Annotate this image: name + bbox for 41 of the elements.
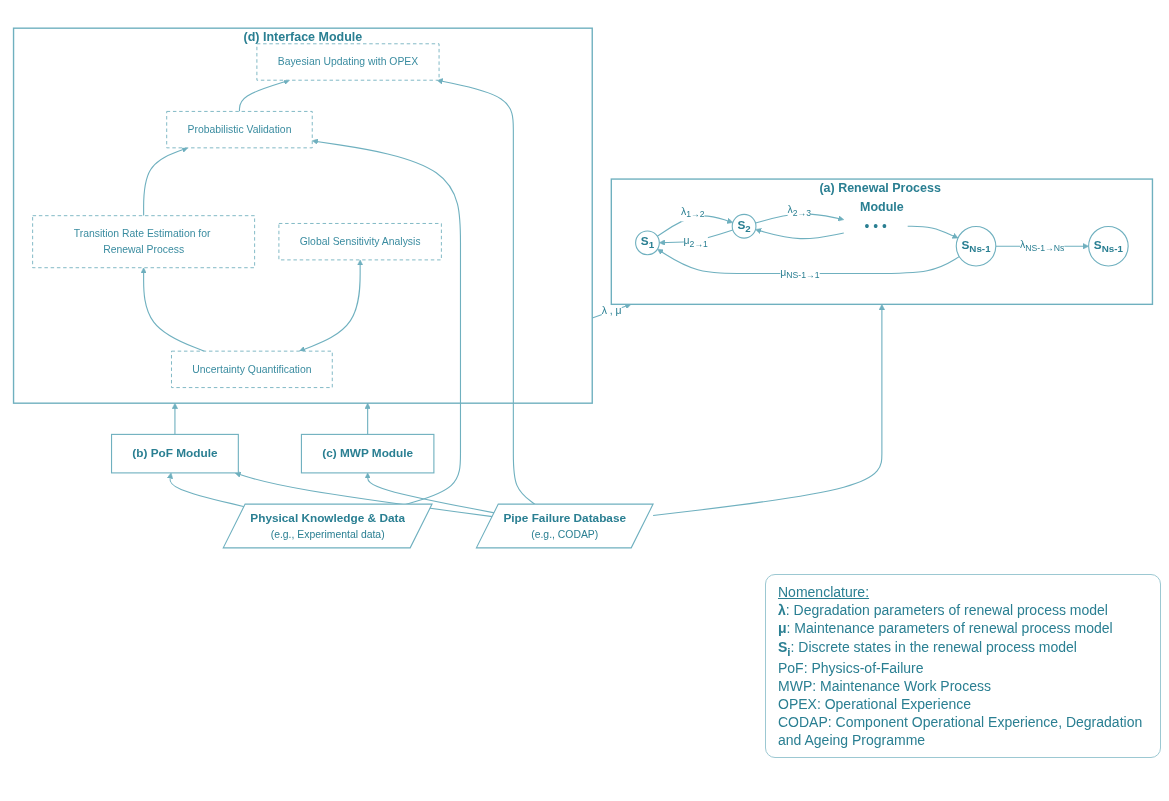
node-circle: S$_{Ns-1}$ [1088, 225, 1129, 267]
arrow [143, 146, 189, 217]
edge-label: λ$_{2→3}$ [787, 203, 812, 218]
edge-label: λ , μ [601, 304, 622, 317]
nomenclature-entry: OPEX: Operational Experience [778, 694, 972, 714]
nomenclature-entry: λ: Degradation parameters of renewal process model [778, 601, 1109, 620]
arrow [656, 215, 734, 237]
panel-heading: Nomenclature: [778, 583, 871, 602]
node-box: Transition Rate Estimation for Renewal Process [32, 215, 256, 269]
arrow [364, 402, 371, 435]
arrow [140, 267, 206, 352]
node-circle: S$_{1}$ [635, 230, 660, 256]
edge-label: μ$_{NS-1→1}$ [780, 265, 820, 281]
arrow [311, 138, 462, 505]
arrow [591, 303, 632, 319]
node-text: • • • [864, 218, 887, 234]
node-box: (b) PoF Module [111, 433, 239, 474]
nomenclature-entry: CODAP: Component Operational Experience, Degradation and Ageing Programme [778, 713, 1144, 750]
nomenclature-entry: PoF: Physics-of-Failure [778, 658, 925, 677]
arrow [754, 213, 845, 224]
nomenclature-entry: MWP: Maintenance Work Process [778, 676, 992, 695]
node-box: (c) MWP Module [300, 433, 435, 474]
arrow [436, 78, 536, 505]
arrow [907, 225, 959, 239]
arrow [364, 472, 495, 514]
arrow [299, 259, 364, 352]
node-box: Bayesian Updating with OPEX [256, 43, 440, 81]
edge-label: μ$_{2→1}$ [683, 234, 708, 250]
edge-label: λ$_{1→2}$ [680, 204, 705, 220]
nomenclature-entry: S$_{i}$: Discrete states in the renewal process model [778, 637, 1078, 659]
node-box: Global Sensitivity Analysis [278, 223, 442, 261]
node-box: Uncertainty Quantification [171, 350, 333, 389]
arrow [171, 402, 178, 435]
nomenclature-entry: μ: Maintenance parameters of renewal process model [778, 619, 1114, 638]
arrow [755, 228, 845, 240]
arrow [167, 472, 245, 508]
node-circle: S$_{2}$ [731, 213, 757, 239]
node-circle: S$_{Ns-1}$ [955, 225, 997, 267]
edge-label: λ$_{NS-1→Ns}$ [1020, 238, 1065, 254]
arrow [652, 304, 885, 517]
node-box: Probabilistic Validation [166, 110, 313, 149]
